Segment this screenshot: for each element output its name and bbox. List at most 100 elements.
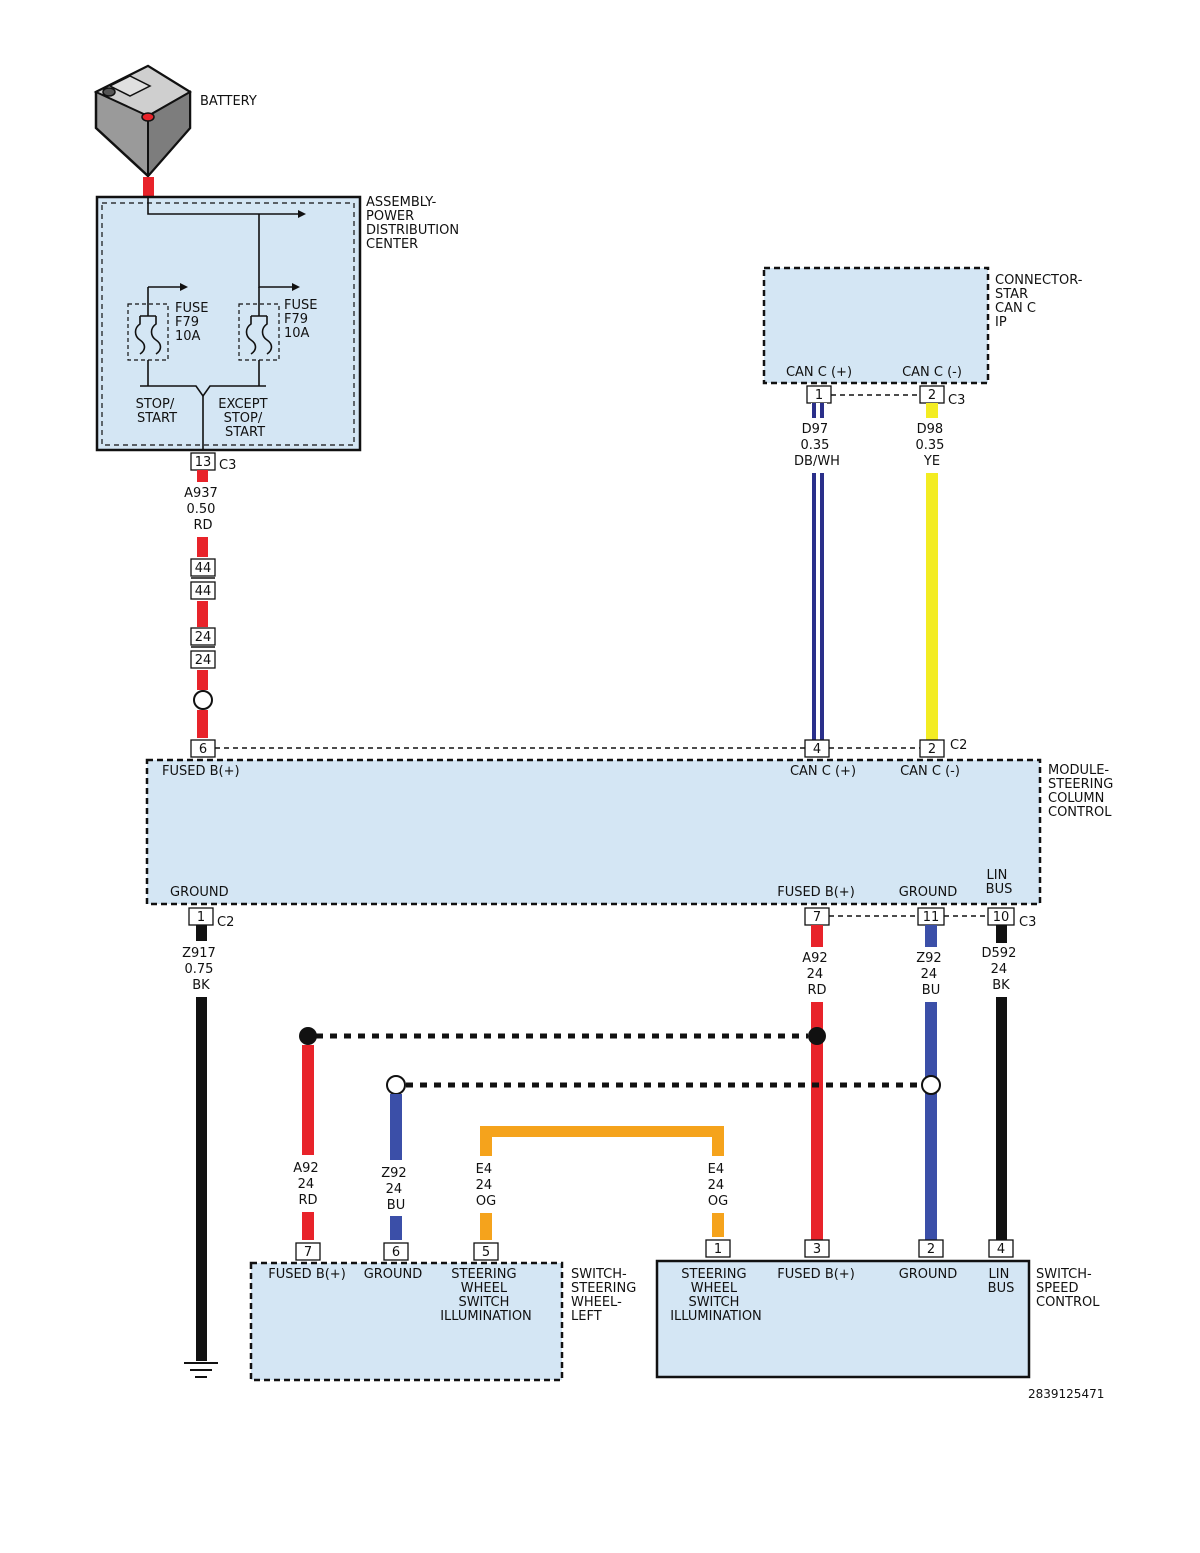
wire-d97 <box>811 403 827 740</box>
fuse-left-label: FUSE F79 10A <box>175 301 213 344</box>
inline-pin-44b <box>190 581 216 600</box>
pin-4-sccm-label: 4 <box>813 742 821 757</box>
sccm-canp-label: CAN C (+) <box>790 764 856 779</box>
connector-star-can-c <box>762 266 990 385</box>
star-pin1-function: CAN C (+) <box>786 365 852 380</box>
sw-speed-fused-label: FUSED B(+) <box>777 1267 855 1282</box>
wire-e4-left-label: E4 24 OG <box>476 1162 497 1209</box>
pin-6-switch-left <box>383 1242 409 1261</box>
star-pin-2-label: 2 <box>928 388 936 403</box>
star-label: CONNECTOR- STAR CAN C IP <box>995 273 1087 330</box>
sw-left-ground-label: GROUND <box>364 1267 423 1282</box>
wire-a92-top <box>811 925 823 1240</box>
pin-1-sccm-label: 1 <box>197 910 205 925</box>
sw-speed-lin-label: LIN BUS <box>988 1267 1015 1296</box>
inline-pin-24a-label: 24 <box>195 630 212 645</box>
sccm-fused-label: FUSED B(+) <box>162 764 240 779</box>
pin-2-sccm <box>919 739 945 758</box>
sw-speed-illum-label: STEERING WHEEL SWITCH ILLUMINATION <box>670 1267 762 1324</box>
wire-a92-left-label: A92 24 RD <box>293 1161 323 1208</box>
wire-z917 <box>196 925 207 1361</box>
sccm-fused-bottom-label: FUSED B(+) <box>777 885 855 900</box>
sccm-connector-bottom-c2-label: C2 <box>217 915 234 930</box>
wire-d592-label: D592 24 BK <box>982 946 1021 993</box>
splice-red-left <box>299 1027 317 1045</box>
pin-5-switch-left-label: 5 <box>482 1245 490 1260</box>
ground-symbol-icon <box>184 1362 218 1378</box>
sccm-label: MODULE- STEERING COLUMN CONTROL <box>1048 763 1117 820</box>
inline-pin-24b <box>190 650 216 669</box>
pin-3-switch-speed <box>804 1239 830 1258</box>
pin-4-switch-speed <box>988 1239 1014 1258</box>
sccm-lin-label: LIN BUS <box>986 868 1013 897</box>
stop-start-label: STOP/ START <box>136 397 179 426</box>
pin-10-sccm-label: 10 <box>993 910 1010 925</box>
module-steering-column-control <box>145 758 1042 906</box>
wire-a92-top-label: A92 24 RD <box>802 951 832 998</box>
wire-z92-top-label: Z92 24 BU <box>916 951 946 998</box>
pin-1-switch-speed <box>705 1239 731 1258</box>
wire-e4 <box>480 1126 724 1240</box>
sw-left-label: SWITCH- STEERING WHEEL- LEFT <box>571 1267 640 1324</box>
sw-speed-ground-label: GROUND <box>899 1267 958 1282</box>
pin-7-sccm-label: 7 <box>813 910 821 925</box>
pin-2-sccm-label: 2 <box>928 742 936 757</box>
splice-blue-right <box>921 1075 941 1095</box>
pin-7-switch-left <box>295 1242 321 1261</box>
pdc-internal-wiring <box>127 197 306 450</box>
sw-left-illum-label: STEERING WHEEL SWITCH ILLUMINATION <box>440 1267 532 1324</box>
wire-a937-label: A937 0.50 RD <box>184 486 222 533</box>
switch-speed-control <box>655 1259 1031 1379</box>
wire-d97-label: D97 0.35 DB/WH <box>794 422 840 469</box>
inline-pin-24a <box>190 627 216 646</box>
wire-e4-right-label: E4 24 OG <box>708 1162 729 1209</box>
star-pin-1-label: 1 <box>815 388 823 403</box>
figure-id: 2839125471 <box>1028 1387 1104 1401</box>
wire-d98 <box>926 403 938 740</box>
inline-pin-44a <box>190 558 216 577</box>
sccm-connector-top-label: C2 <box>950 738 967 753</box>
sccm-ground-left-label: GROUND <box>170 885 229 900</box>
pdc-pin-13-label: 13 <box>195 455 212 470</box>
pin-6-sccm-label: 6 <box>199 742 207 757</box>
pin-1-switch-speed-label: 1 <box>714 1242 722 1257</box>
splice-open-a937 <box>193 690 213 710</box>
switch-steering-wheel-left <box>249 1261 564 1382</box>
except-stop-start-label: EXCEPT STOP/ START <box>218 397 271 440</box>
battery-label: BATTERY <box>200 94 257 109</box>
pin-7-switch-left-label: 7 <box>304 1245 312 1260</box>
sccm-ground-right-label: GROUND <box>899 885 958 900</box>
wire-d592 <box>996 925 1007 1240</box>
wire-d98-label: D98 0.35 YE <box>915 422 948 469</box>
wire-z92-top <box>925 925 937 1240</box>
wire-a92-left <box>302 1045 314 1240</box>
pin-11-sccm-label: 11 <box>923 910 940 925</box>
inline-pin-44a-label: 44 <box>195 561 212 576</box>
splice-red-right <box>808 1027 826 1045</box>
pdc-connector-label: C3 <box>219 458 236 473</box>
pin-2-switch-speed <box>918 1239 944 1258</box>
wire-z92-left <box>390 1094 402 1240</box>
sw-left-fused-label: FUSED B(+) <box>268 1267 346 1282</box>
wire-a937 <box>197 470 208 738</box>
pin-4-switch-speed-label: 4 <box>997 1242 1005 1257</box>
star-connector-label: C3 <box>948 393 965 408</box>
inline-pin-44b-label: 44 <box>195 584 212 599</box>
battery-cable <box>143 177 154 197</box>
inline-pin-24b-label: 24 <box>195 653 212 668</box>
pin-3-switch-speed-label: 3 <box>813 1242 821 1257</box>
power-distribution-center <box>95 195 362 452</box>
battery-icon <box>93 64 192 179</box>
star-pin2-function: CAN C (-) <box>902 365 962 380</box>
splice-blue-left <box>386 1075 406 1095</box>
pin-5-switch-left <box>473 1242 499 1261</box>
fuse-right-label: FUSE F79 10A <box>284 298 322 341</box>
pdc-inner-border <box>101 202 355 446</box>
wire-z92-left-label: Z92 24 BU <box>381 1166 411 1213</box>
sccm-canm-label: CAN C (-) <box>900 764 960 779</box>
sccm-connector-bottom-c3-label: C3 <box>1019 915 1036 930</box>
wire-z917-label: Z917 0.75 BK <box>182 946 220 993</box>
sw-speed-label: SWITCH- SPEED CONTROL <box>1036 1267 1100 1310</box>
pdc-label: ASSEMBLY- POWER DISTRIBUTION CENTER <box>366 195 463 252</box>
